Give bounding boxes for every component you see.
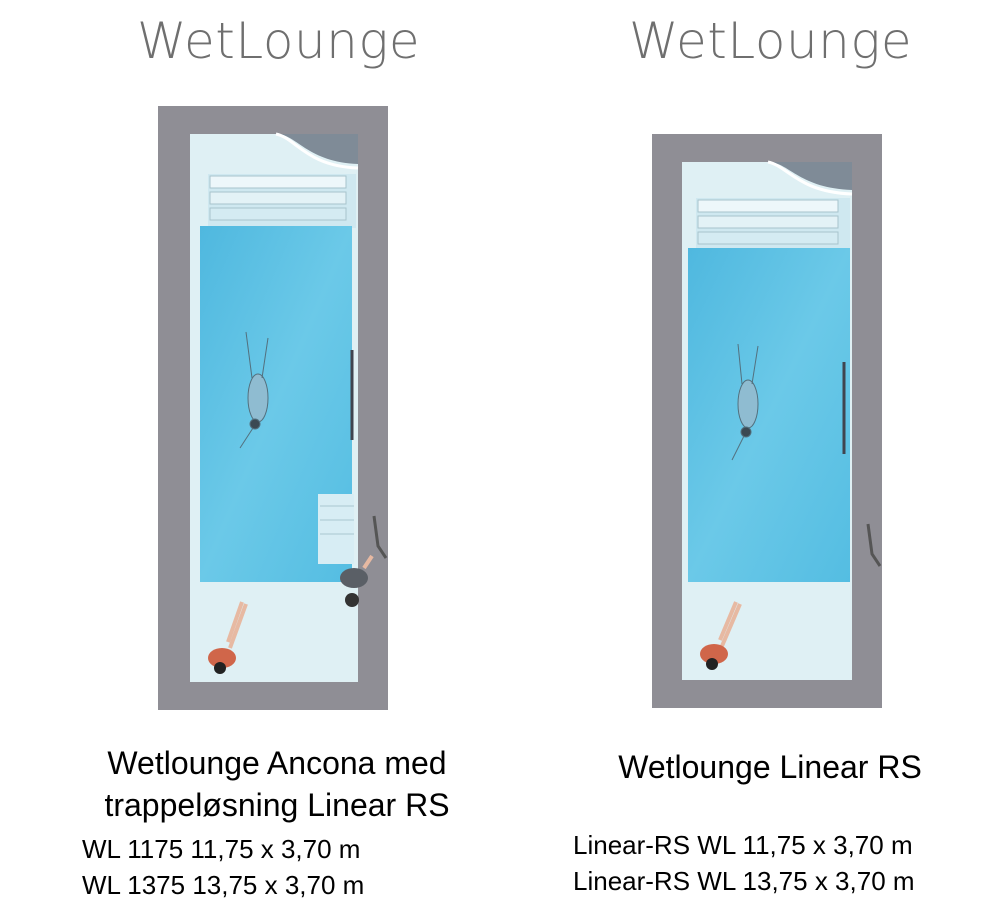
spec-left-2: WL 1375 13,75 x 3,70 m (82, 870, 365, 900)
pool-water (688, 248, 850, 582)
spec-right-2: Linear-RS WL 13,75 x 3,70 m (573, 866, 915, 896)
sunbather-figure (700, 601, 742, 670)
caption-left: Wetlounge Ancona med trappeløsning Linea… (62, 742, 492, 826)
entry-stairs (208, 174, 356, 228)
sunbather-figure-2 (340, 554, 374, 607)
sunbather-figure (208, 601, 248, 674)
caption-right: Wetlounge Linear RS (618, 749, 922, 785)
pool-illustration-linear-rs (652, 134, 882, 708)
swimmer-figure (239, 331, 269, 449)
entry-stairs (696, 198, 850, 250)
brand-title-right: WetLounge (629, 12, 913, 70)
spec-right-1: Linear-RS WL 11,75 x 3,70 m (573, 830, 913, 860)
caption-left-line2: trappeløsning Linear RS (104, 787, 450, 823)
swimmer-figure (731, 343, 759, 461)
pool-illustration-ancona (158, 106, 388, 710)
brand-title-left: WetLounge (137, 12, 421, 70)
caption-left-line1: Wetlounge Ancona med (107, 745, 447, 781)
spec-left-1: WL 1175 11,75 x 3,70 m (82, 834, 361, 864)
